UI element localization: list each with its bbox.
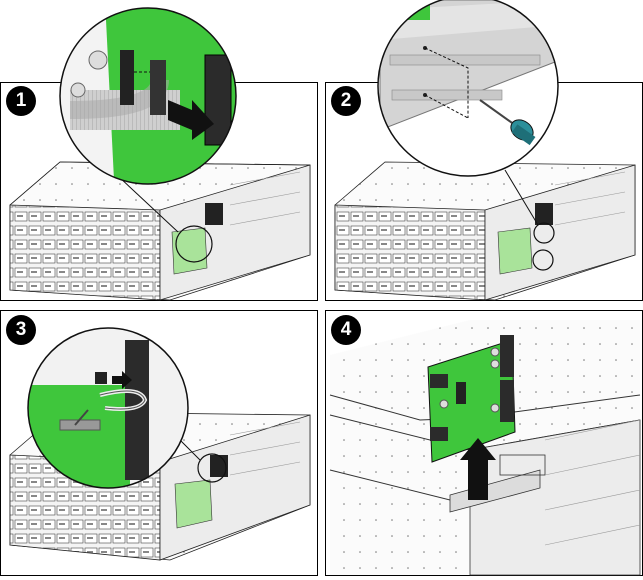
step-4-badge: 4: [331, 315, 361, 345]
step-2-callout-circle-lower: [532, 249, 554, 271]
step-3-badge: 3: [6, 315, 36, 345]
step-3-arrow: [112, 371, 132, 389]
step-1-magnifier: [59, 7, 237, 185]
step-4-backplane-board: [427, 335, 516, 463]
step-4-lift-arrow: [460, 438, 496, 500]
step-1-chassis: [9, 161, 311, 301]
step-2-callout-circle-upper: [533, 222, 555, 244]
step-1-arrow: [168, 100, 214, 140]
step-2-backplane-board: [497, 203, 553, 275]
step-2-magnifier: [377, 0, 559, 177]
step-3-magnifier: [27, 327, 189, 489]
step-1-backplane-board: [171, 203, 223, 275]
step-2-badge: 2: [331, 86, 361, 116]
step-1-callout-circle: [175, 225, 213, 263]
step-2-chassis: [334, 161, 636, 301]
step-1-badge: 1: [6, 86, 36, 116]
step-3-callout-circle: [197, 453, 227, 483]
